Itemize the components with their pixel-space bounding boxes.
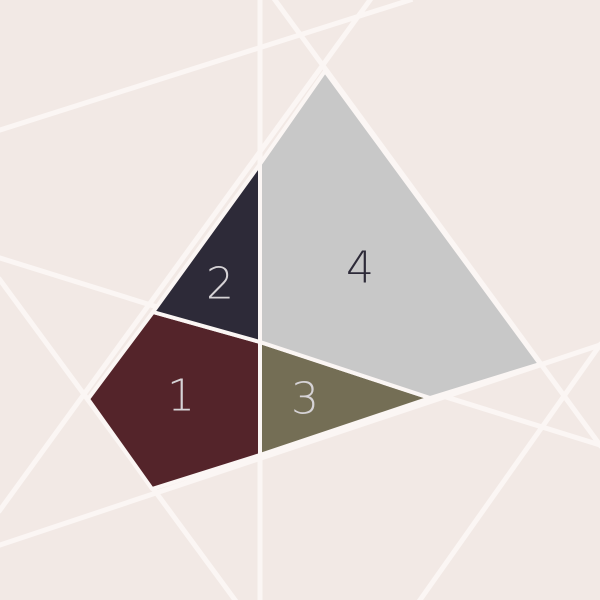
grid-line-right-steep: [416, 341, 600, 600]
grid-line-upper-left-diagonal: [0, 0, 414, 133]
grid-line-upper-steep: [0, 0, 374, 514]
piece-4[interactable]: [258, 69, 542, 400]
puzzle-pieces: [86, 69, 542, 491]
